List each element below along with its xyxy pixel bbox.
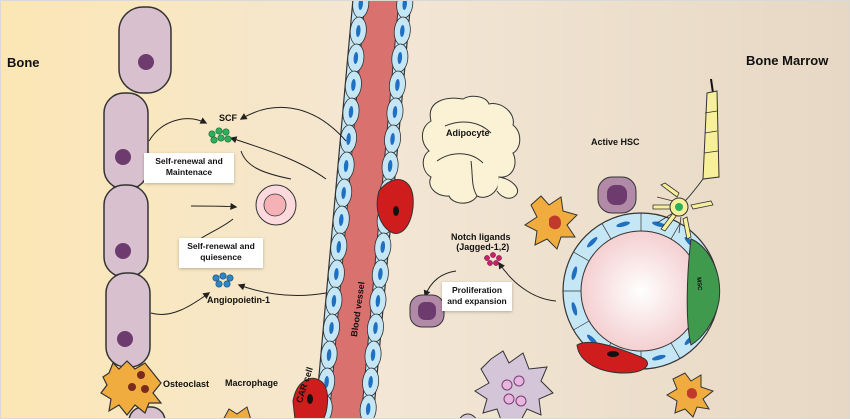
box-line: quiesence: [200, 252, 242, 262]
scf-molecules: [208, 127, 232, 144]
box-line: and expansion: [447, 296, 507, 306]
bone-region-label: Bone: [7, 55, 40, 70]
box-line: Proliferation: [451, 285, 503, 295]
endothelial-nucleus: [397, 52, 403, 64]
osteoblast-nucleus: [115, 243, 131, 259]
sinusoid-cell-border: [573, 251, 590, 262]
osteoblast-cell: [103, 92, 149, 190]
angiopoietin-molecules: [212, 272, 234, 288]
endothelial-nucleus: [348, 106, 354, 118]
sinusoid-cell-border: [670, 223, 681, 240]
sinusoid-cell-border: [573, 320, 590, 331]
sinusoid-nucleus: [587, 237, 598, 248]
endothelial-nucleus: [351, 79, 356, 91]
endothelial-nucleus: [341, 187, 346, 199]
sinusoid-nucleus: [571, 266, 578, 280]
endothelial-nucleus: [390, 133, 395, 145]
notch-ligand-molecules: [484, 252, 502, 266]
osteoblast-nucleus: [117, 331, 133, 347]
endothelial-nucleus: [358, 1, 363, 10]
angiopoietin-label: Angiopoietin-1: [207, 295, 270, 305]
endothelial-nucleus: [331, 295, 337, 307]
self-renewal-maintenance-box: Self-renewal and Maintenace: [144, 153, 234, 183]
endothelial-nucleus: [375, 295, 381, 307]
endothelial-nucleus: [392, 106, 398, 118]
proliferation-box: Proliferation and expansion: [442, 282, 512, 311]
endothelial-nucleus: [329, 322, 334, 334]
megakaryocyte: [474, 350, 554, 418]
endothelial-nucleus: [380, 241, 386, 253]
sinusoid-cell-border: [670, 342, 681, 359]
box-line: Maintenace: [165, 167, 213, 177]
endothelial-nucleus: [400, 25, 405, 37]
endothelial-nucleus: [402, 1, 407, 10]
endothelial-nucleus: [370, 349, 376, 361]
signal-arrows: [148, 106, 557, 315]
endothelial-nucleus: [356, 25, 361, 37]
osteoblast-nucleus: [115, 149, 131, 165]
endothelial-nucleus: [353, 52, 359, 64]
endothelial-nucleus: [368, 376, 373, 388]
active-hsc: [597, 176, 637, 214]
car-cell-nucleus: [307, 394, 313, 404]
notch-ligands-line1: Notch ligands: [451, 232, 511, 242]
osteoblast-lining: [103, 6, 172, 418]
adipocyte: [422, 95, 521, 204]
endothelial-nucleus: [395, 79, 400, 91]
osteoblast-cell: [105, 272, 151, 368]
sinusoid-vessel: [562, 212, 720, 370]
endothelial-nucleus: [324, 376, 329, 388]
macrophage-label: Macrophage: [225, 378, 279, 388]
osteoblast-cell: [103, 184, 149, 278]
notch-ligands-line2: (Jagged-1,2): [456, 242, 510, 252]
car-cell: [576, 341, 648, 374]
msc-label: MSC: [695, 277, 703, 291]
scf-label: SCF: [219, 113, 237, 123]
sinusoid-nucleus: [652, 354, 666, 361]
osteoblast-nucleus: [138, 54, 154, 70]
macrophage: [223, 406, 251, 418]
endothelial-nucleus: [336, 241, 342, 253]
notch-ligands-label: Notch ligands (Jagged-1,2): [451, 232, 511, 252]
bone-marrow-region-label: Bone Marrow: [746, 53, 829, 68]
car-cell-nucleus: [607, 351, 619, 357]
osteoblast-cell: [118, 6, 172, 94]
car-cell-nucleus: [393, 206, 399, 216]
active-hsc-label: Active HSC: [591, 137, 640, 147]
endothelial-nucleus: [387, 160, 393, 172]
sympathetic-nerve: [652, 78, 720, 240]
endothelial-nucleus: [334, 268, 339, 280]
endothelial-nucleus: [373, 322, 378, 334]
endothelial-nucleus: [338, 214, 344, 226]
endothelial-nucleus: [343, 160, 349, 172]
macrophage: [524, 195, 578, 250]
endothelial-nucleus: [326, 349, 332, 361]
endothelial-nucleus: [365, 403, 371, 415]
sinusoid-nucleus: [571, 302, 578, 316]
cell-fragment: [459, 413, 477, 418]
adipocyte-label: Adipocyte: [446, 128, 490, 138]
endothelial-nucleus: [378, 268, 383, 280]
quiescent-hsc: [255, 184, 297, 226]
sinusoid-nucleus: [616, 221, 630, 228]
sinusoid-nucleus: [652, 221, 666, 228]
self-renewal-quiescence-box: Self-renewal and quiesence: [179, 238, 263, 268]
box-line: Self-renewal and: [187, 241, 255, 251]
sinusoid-cell-border: [601, 223, 612, 240]
msc-cell: [686, 238, 721, 346]
box-line: Self-renewal and: [155, 156, 223, 166]
osteoclast-label: Osteoclast: [163, 379, 210, 389]
macrophage: [666, 372, 715, 418]
endothelial-nucleus: [346, 133, 351, 145]
osteoclast: [100, 360, 163, 416]
expanded-hsc: [409, 294, 445, 328]
